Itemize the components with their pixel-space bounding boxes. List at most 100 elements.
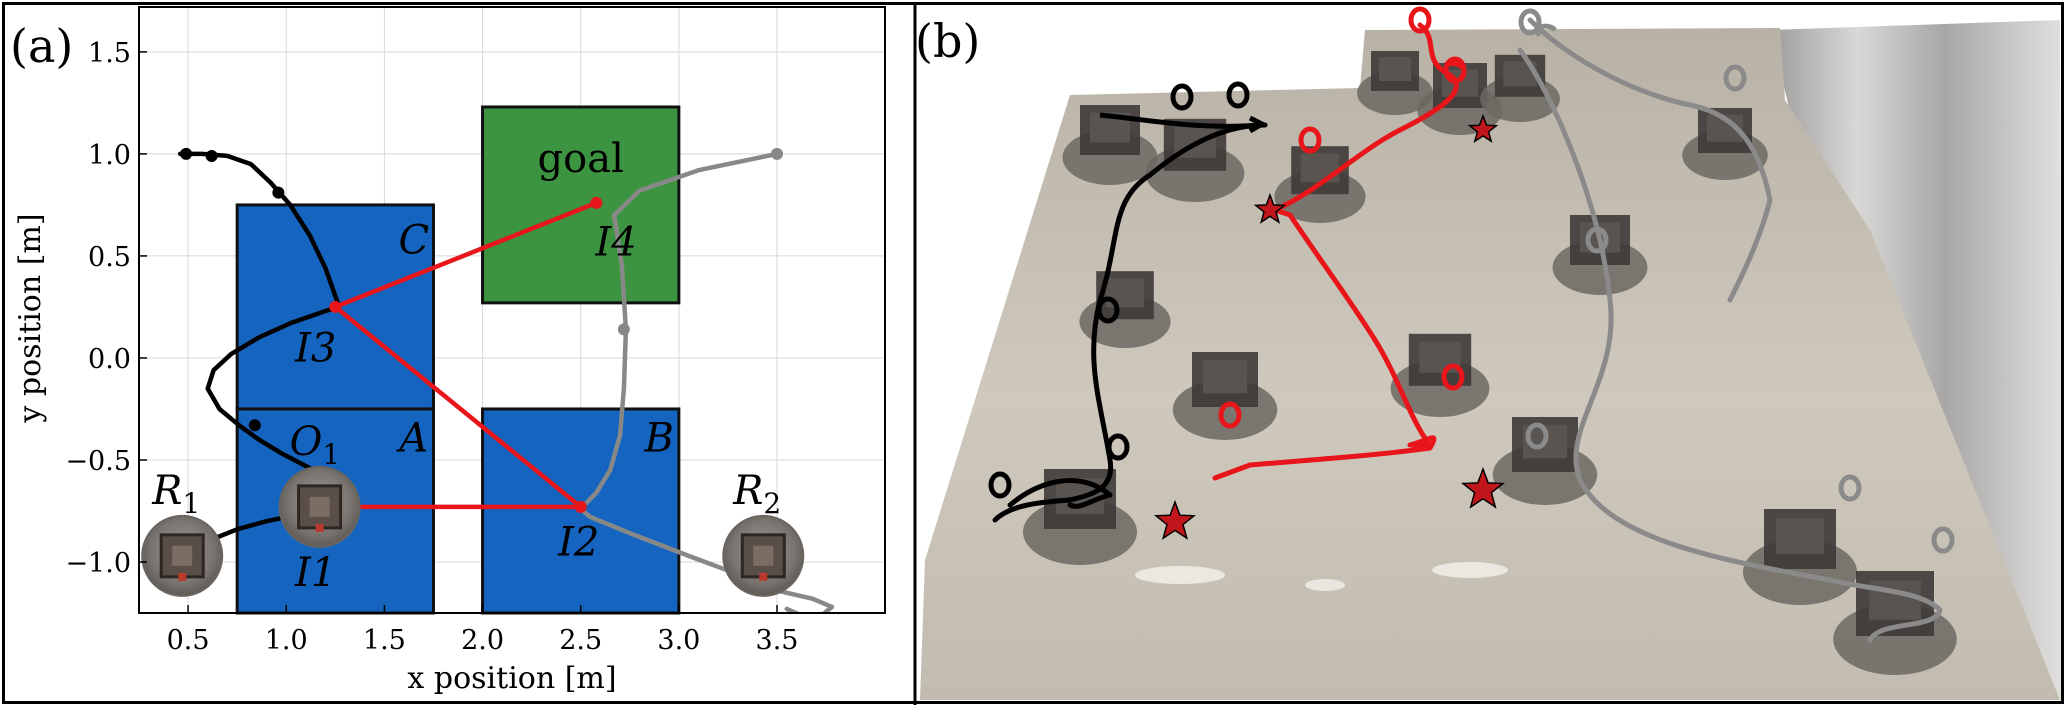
annotation-I3: I3: [294, 326, 336, 372]
photo-waypoint-circle: [1723, 64, 1747, 92]
robot-label-sub: 1: [182, 487, 200, 520]
waypoint-marker: [574, 500, 587, 513]
photo-waypoint-circle: [988, 471, 1012, 499]
photo-robot-board: [1776, 518, 1824, 554]
waypoint-marker: [771, 147, 784, 160]
photo-waypoint-circle: [1838, 474, 1862, 502]
photo-robot: [1079, 271, 1171, 348]
panel-b-photo: (b): [915, 5, 2066, 705]
x-tick-label: 2.5: [559, 625, 602, 656]
photo-trajectory-black: [1099, 112, 1261, 129]
photo-waypoint-circle: [1931, 526, 1955, 554]
waypoint-marker: [180, 147, 193, 160]
annotation-B: B: [644, 416, 674, 462]
y-axis-label: y position [m]: [13, 213, 48, 423]
photo-star: [1253, 192, 1287, 224]
photo-trajectory-black: [992, 122, 1268, 523]
annotation-I4: I4: [594, 220, 636, 266]
photo-trajectory-gray: [1517, 17, 1943, 643]
photo-waypoint-circle: [1408, 6, 1432, 34]
photo-waypoint-circles: [988, 6, 1955, 554]
annotation-I1: I1: [294, 550, 336, 596]
photo-waypoint-circle: [1096, 296, 1120, 324]
waypoint-marker: [329, 300, 342, 313]
robot-led: [759, 572, 768, 581]
x-tick-label: 3.0: [657, 625, 700, 656]
photo-robot: [1062, 105, 1158, 185]
waypoint-marker: [590, 196, 603, 209]
robot-label-sub: 2: [763, 487, 781, 520]
y-tick-label: 1.0: [88, 140, 131, 171]
markers: [180, 147, 784, 513]
x-tick-label: 0.5: [167, 625, 210, 656]
regions: [235, 105, 681, 615]
waypoint-marker: [617, 323, 630, 336]
x-tick-label: 2.0: [461, 625, 504, 656]
photo-waypoint-circle: [1585, 226, 1609, 254]
plot-frame: [138, 6, 886, 614]
photo-waypoint-circle: [1441, 363, 1465, 391]
robot-led: [315, 523, 324, 532]
light-reflection: [1135, 566, 1225, 584]
annotation-goal: goal: [538, 136, 624, 182]
photo-star: [1467, 113, 1499, 144]
photo-waypoint-circle: [1443, 56, 1467, 84]
panel-a-label: (a): [10, 19, 73, 73]
photo-waypoint-circle: [1298, 126, 1322, 154]
photo-stars: [1153, 113, 1506, 540]
photo-arrow-head: [1248, 115, 1268, 134]
y-tick-label: −1.0: [65, 548, 131, 579]
x-tick-label: 1.5: [363, 625, 406, 656]
photo-waypoint-circle: [1525, 422, 1549, 450]
photo-waypoint-circle: [1106, 433, 1130, 461]
y-tick-label: 0.0: [88, 344, 131, 375]
photo-robot-board: [1203, 360, 1247, 394]
panel-b-label: (b): [915, 14, 980, 68]
waypoint-marker: [272, 186, 285, 199]
robot-led: [178, 572, 187, 581]
waypoint-marker: [205, 149, 218, 162]
photo-robot: [1390, 333, 1490, 417]
robot-R1: [141, 514, 224, 597]
region-goal: [481, 105, 681, 305]
photo-robot-board: [1300, 153, 1340, 183]
robot-R2: [722, 514, 805, 597]
x-axis-label: x position [m]: [407, 661, 616, 696]
robot-chip: [172, 545, 193, 566]
x-tick-label: 1.0: [265, 625, 308, 656]
photo-star: [1460, 466, 1506, 509]
trajectory-series-2: [333, 200, 599, 510]
y-tick-label: 0.5: [88, 242, 131, 273]
photo-star: [1153, 499, 1197, 540]
y-tick-label: −0.5: [65, 446, 131, 477]
annotation-A: A: [395, 416, 428, 462]
photo-robot-board: [1379, 57, 1411, 81]
annotation-C: C: [399, 218, 430, 264]
photo-robot: [1172, 352, 1278, 440]
photo-waypoint-circle: [1170, 83, 1194, 111]
photo-waypoint-circle: [1218, 401, 1242, 429]
photo-trajectory-red: [1212, 22, 1459, 481]
robot-O1: [278, 465, 361, 548]
photo-waypoint-circle: [1226, 81, 1250, 109]
photo-waypoint-circle: [1518, 8, 1542, 36]
light-reflection: [1432, 562, 1508, 578]
robot-chip: [309, 496, 330, 517]
robot-label: R2: [732, 468, 781, 520]
light-reflection: [1305, 579, 1345, 591]
robot-label-sub: 1: [322, 438, 340, 471]
waypoint-marker: [248, 419, 261, 432]
x-tick-label: 3.5: [756, 625, 799, 656]
ticks: 0.5 1.0 1.5 2.0 2.5 3.0 3.5 −1.0 −0.5 0.0 0.5 1.0 1.…: [65, 38, 798, 656]
annotation-I2: I2: [557, 520, 599, 566]
photo-robot: [1480, 54, 1560, 122]
robot-label: R1: [151, 468, 200, 520]
photo-trajectory-gray: [1534, 23, 1557, 38]
robot-chip: [753, 545, 774, 566]
y-tick-label: 1.5: [88, 38, 131, 69]
